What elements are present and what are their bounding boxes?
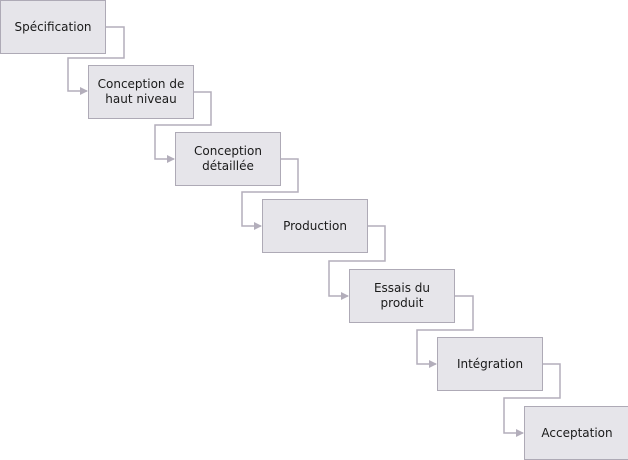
stage-specification: Spécification [0, 0, 106, 54]
stage-acceptation: Acceptation [524, 406, 628, 460]
stage-production: Production [262, 199, 368, 253]
stage-label: Spécification [14, 19, 92, 34]
connector-2-to-3 [154, 91, 212, 163]
stage-label: Essais du produit [373, 281, 431, 310]
stage-essais-du-produit: Essais du produit [349, 269, 455, 323]
connector-1-to-2 [67, 26, 125, 95]
connector-6-to-7 [503, 363, 561, 437]
stage-label: Conception de haut niveau [97, 77, 185, 106]
stage-conception-detaillee: Conception détaillée [175, 132, 281, 186]
connector-5-to-6 [416, 295, 474, 368]
stage-label: Production [283, 218, 347, 233]
stage-label: Acceptation [541, 425, 613, 440]
stage-conception-haut-niveau: Conception de haut niveau [88, 65, 194, 119]
stage-label: Conception détaillée [194, 144, 262, 173]
stage-label: Intégration [456, 356, 524, 371]
connector-3-to-4 [241, 158, 299, 230]
stage-integration: Intégration [437, 337, 543, 391]
connector-4-to-5 [328, 225, 386, 300]
